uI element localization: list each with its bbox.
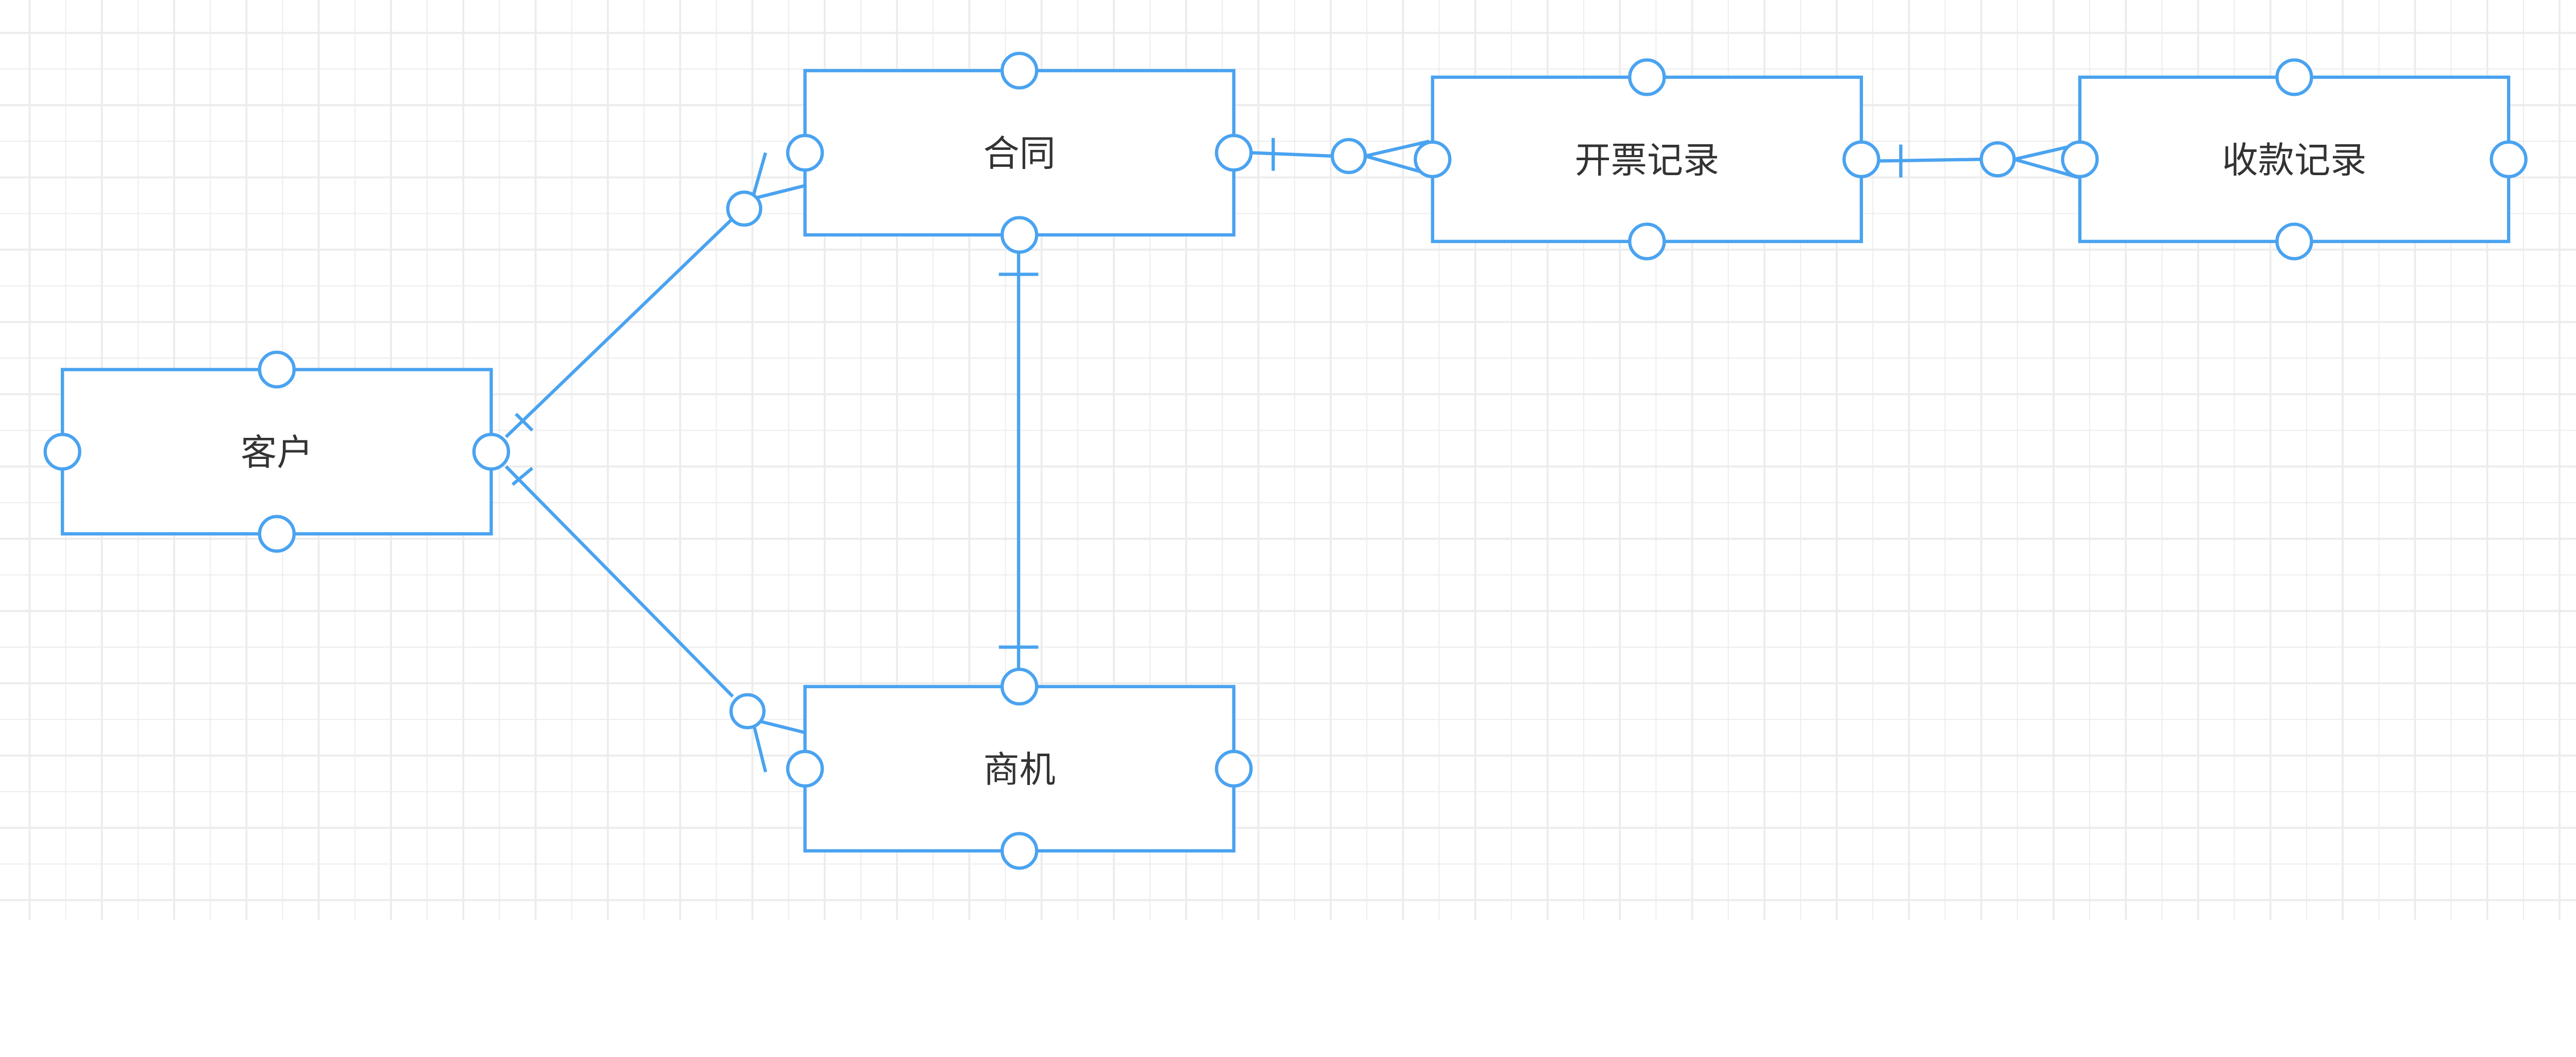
connection-port-icon[interactable] bbox=[1215, 749, 1253, 788]
crow-foot-icon bbox=[751, 719, 768, 773]
zero-marker-icon bbox=[726, 190, 762, 227]
entity-box[interactable] bbox=[803, 69, 1235, 237]
entity-box[interactable] bbox=[1431, 75, 1863, 243]
connection-port-icon[interactable] bbox=[1628, 58, 1666, 96]
entity-label: 商机 bbox=[983, 748, 1055, 791]
zero-marker-icon bbox=[1330, 138, 1367, 175]
connection-port-icon[interactable] bbox=[1000, 668, 1039, 706]
entity-label: 客户 bbox=[241, 431, 313, 473]
connector-line bbox=[1251, 151, 1333, 158]
zero-marker-icon bbox=[729, 693, 766, 729]
zero-marker-icon bbox=[1979, 141, 2016, 178]
connection-port-icon[interactable] bbox=[1842, 140, 1880, 178]
crow-foot-icon bbox=[752, 184, 806, 200]
entity-label: 收款记录 bbox=[2222, 139, 2367, 181]
connector-line bbox=[1879, 158, 1981, 163]
entity-contract[interactable]: 合同 bbox=[786, 52, 1253, 254]
entity-label: 合同 bbox=[983, 132, 1055, 175]
entity-customer[interactable]: 客户 bbox=[43, 350, 511, 553]
connection-port-icon[interactable] bbox=[2061, 140, 2099, 178]
connection-port-icon[interactable] bbox=[786, 133, 824, 172]
crow-foot-icon bbox=[751, 152, 768, 199]
connection-port-icon[interactable] bbox=[1215, 133, 1253, 172]
relationship-lines bbox=[504, 138, 2079, 773]
connection-port-icon[interactable] bbox=[1413, 140, 1452, 178]
entity-box[interactable] bbox=[2078, 75, 2511, 243]
entity-opportunity[interactable]: 商机 bbox=[786, 668, 1253, 870]
connection-port-icon[interactable] bbox=[258, 515, 296, 553]
connection-port-icon[interactable] bbox=[2275, 58, 2313, 96]
connection-port-icon[interactable] bbox=[1000, 52, 1039, 90]
connector-line bbox=[504, 217, 734, 438]
connection-port-icon[interactable] bbox=[2275, 223, 2313, 261]
connection-port-icon[interactable] bbox=[786, 749, 824, 788]
connection-port-icon[interactable] bbox=[2489, 140, 2528, 178]
one-marker-icon bbox=[511, 467, 534, 486]
connection-port-icon[interactable] bbox=[1000, 216, 1039, 254]
connection-port-icon[interactable] bbox=[1000, 832, 1039, 870]
connection-port-icon[interactable] bbox=[258, 350, 296, 389]
entity-payment[interactable]: 收款记录 bbox=[2061, 58, 2528, 261]
crow-foot-icon bbox=[2013, 158, 2079, 179]
entity-invoice[interactable]: 开票记录 bbox=[1413, 58, 1880, 261]
connection-port-icon[interactable] bbox=[472, 433, 511, 471]
one-marker-icon bbox=[515, 413, 534, 432]
connection-port-icon[interactable] bbox=[1628, 223, 1666, 261]
entity-label: 开票记录 bbox=[1574, 139, 1719, 181]
connection-port-icon[interactable] bbox=[43, 433, 81, 471]
crow-foot-icon bbox=[1365, 140, 1430, 158]
connector-line bbox=[504, 465, 734, 698]
